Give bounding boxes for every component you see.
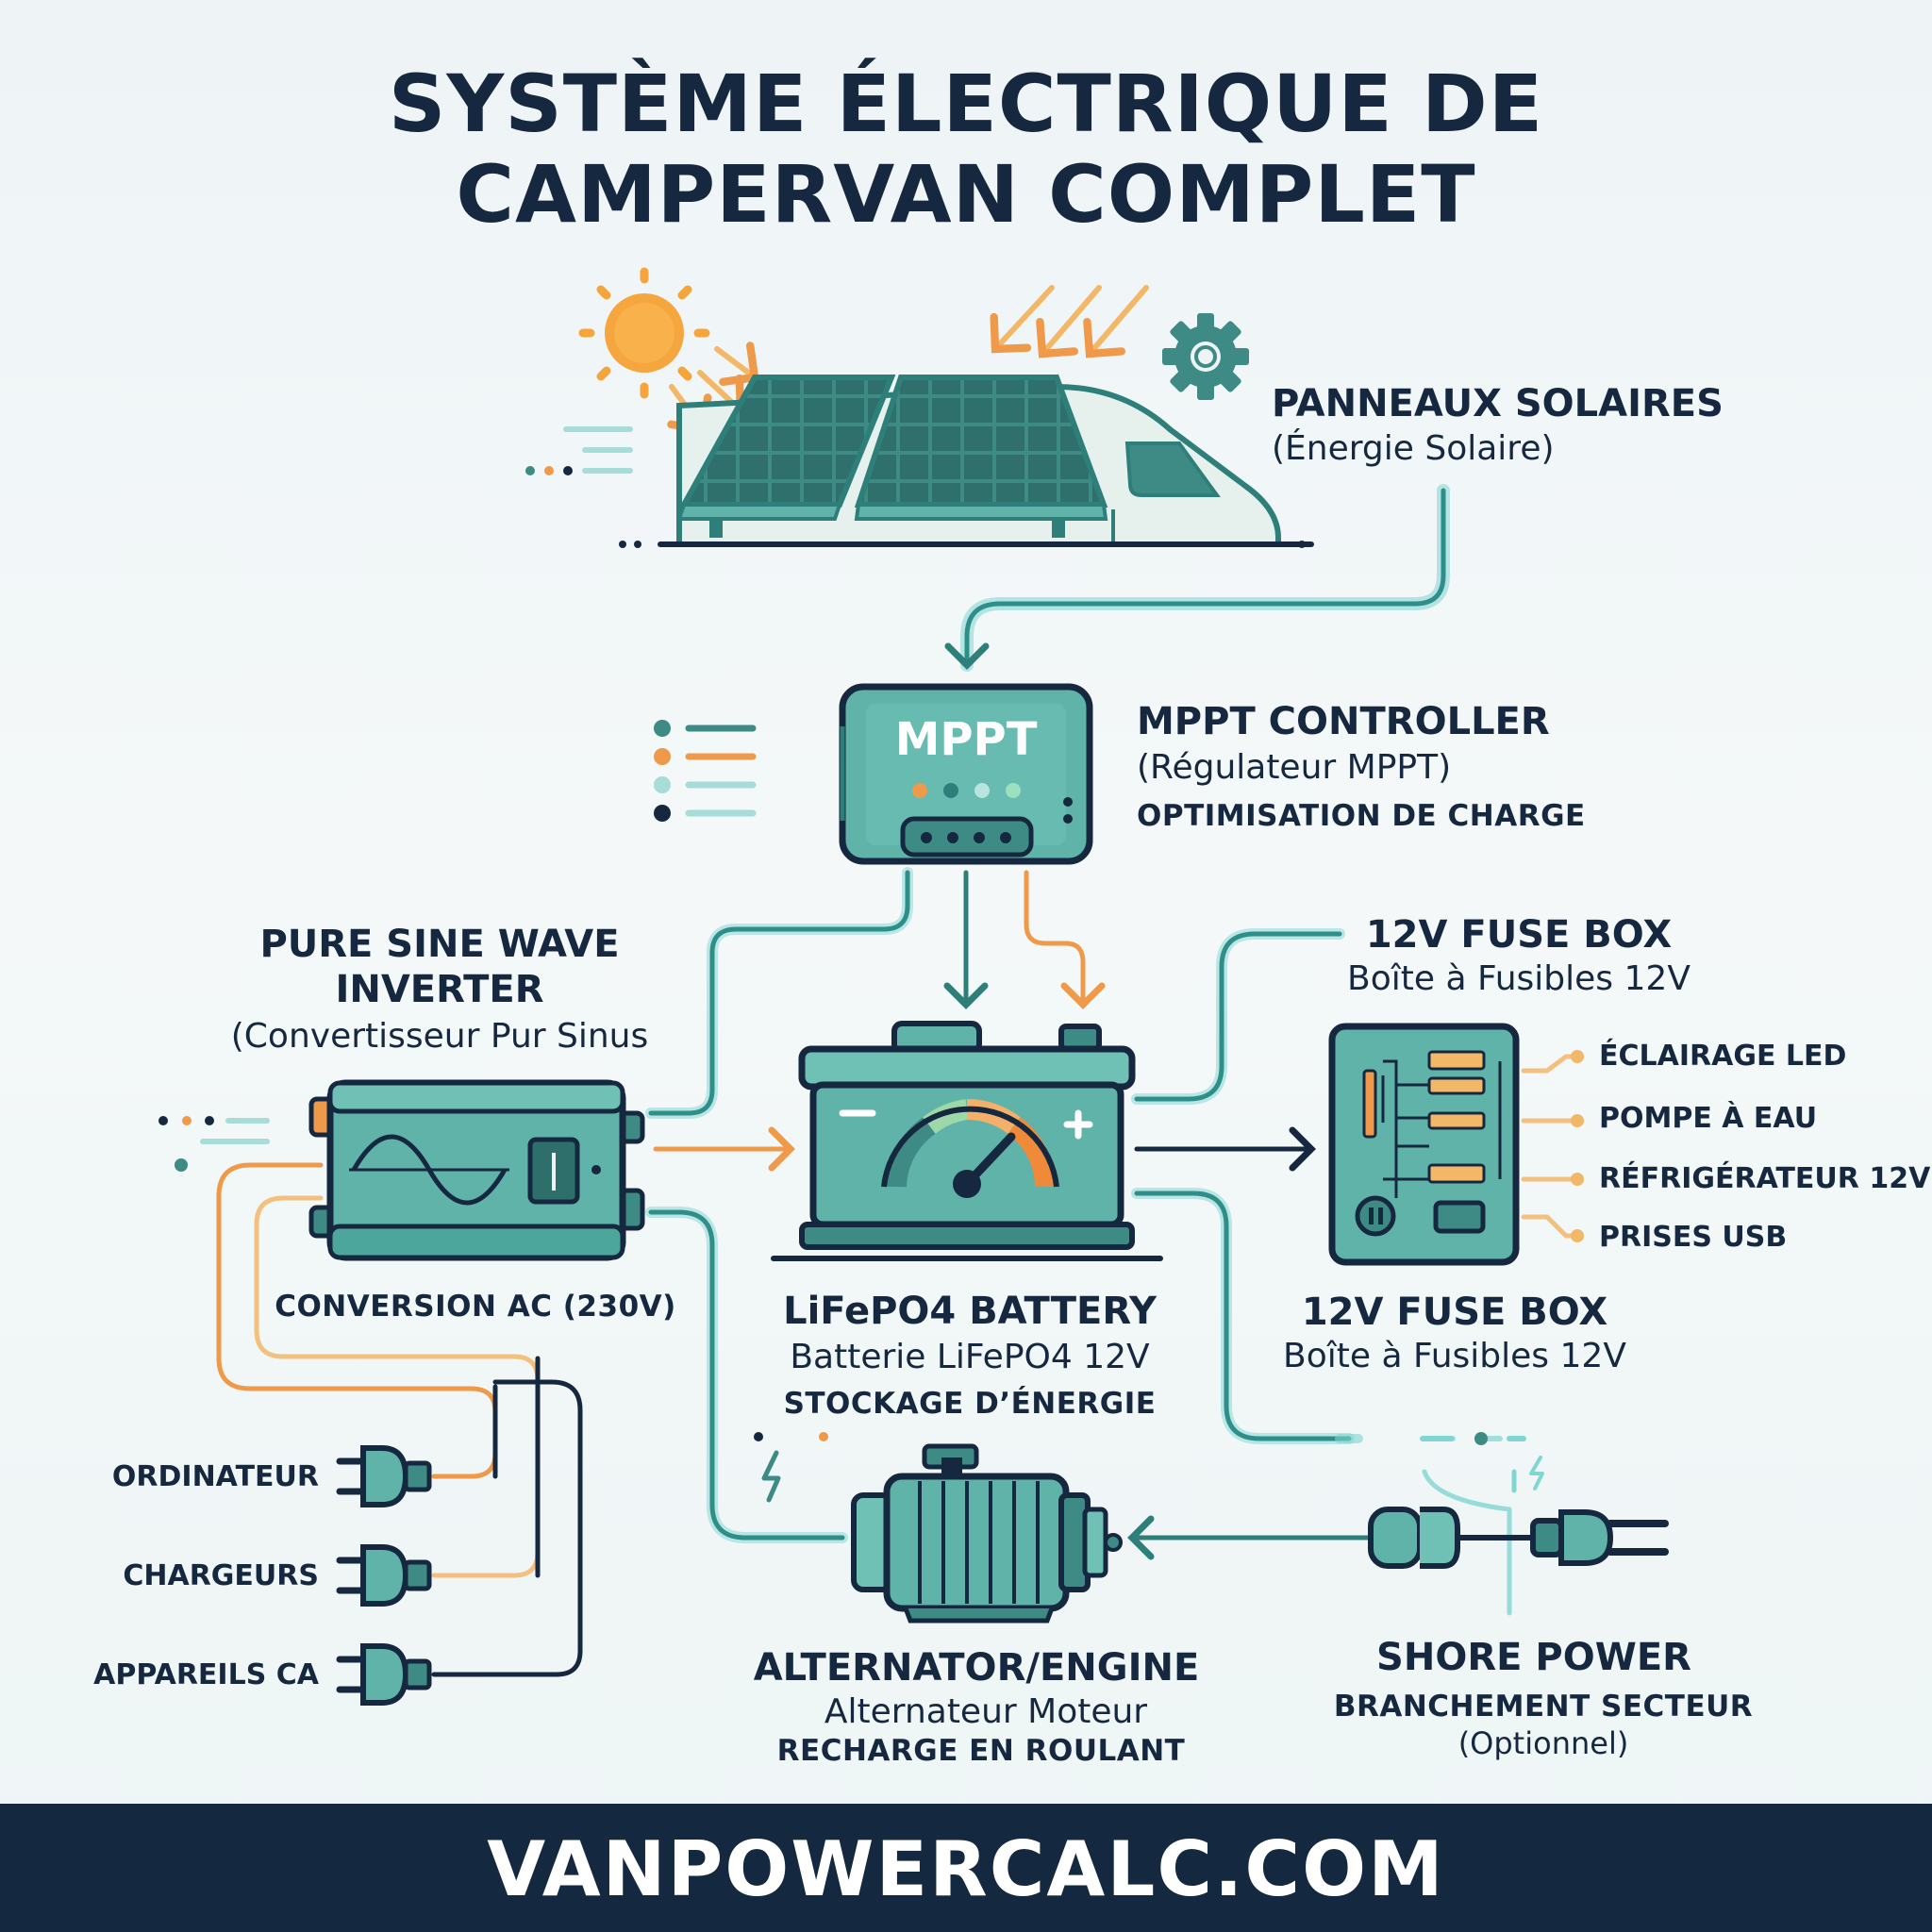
page-title: SYSTÈME ÉLECTRIQUE DE CAMPERVAN COMPLET (389, 58, 1543, 240)
shore-label: SHORE POWER (1376, 1636, 1691, 1679)
battery-icon (771, 1021, 1163, 1261)
wire-to-appareils (431, 1379, 583, 1677)
fuse-bottom-label: 12V FUSE BOX (1301, 1291, 1608, 1334)
battery-caption: STOCKAGE D’ÉNERGIE (783, 1387, 1157, 1421)
ac-load-appareils: APPAREILS CA (93, 1658, 319, 1691)
battery-label: LiFePO4 BATTERY (783, 1290, 1157, 1333)
alternator-sublabel: Alternateur Moteur (824, 1692, 1148, 1731)
title-line-2: CAMPERVAN COMPLET (456, 148, 1476, 241)
fuse-top-sublabel: Boîte à Fusibles 12V (1347, 959, 1690, 998)
mppt-sublabel: (Régulateur MPPT) (1137, 748, 1452, 787)
wire-inverter-to-chargeurs (254, 1195, 541, 1578)
alternator-icon (851, 1443, 1123, 1624)
light-rays (990, 285, 1149, 358)
solar-label: PANNEAUX SOLAIRES (1272, 382, 1724, 425)
fuse-box-icon (1328, 1023, 1520, 1266)
sun-icon (578, 267, 759, 434)
gear-icon (1162, 313, 1249, 400)
ac-load-ordinateur: ORDINATEUR (111, 1460, 319, 1493)
inverter-label-line-1: PURE SINE WAVE (259, 923, 620, 966)
alternator-label: ALTERNATOR/ENGINE (753, 1646, 1200, 1690)
mppt-label: MPPT CONTROLLER (1137, 700, 1550, 743)
shore-plug-icon (1368, 1432, 1669, 1569)
wire-inverter-to-ordinateur (216, 1162, 498, 1479)
footer-website[interactable]: VANPOWERCALC.COM (487, 1825, 1445, 1913)
mppt-screen-label: MPPT (895, 713, 1038, 766)
dc-load-pump: POMPE À EAU (1599, 1102, 1818, 1135)
dc-load-fridge: RÉFRIGÉRATEUR 12V (1599, 1162, 1931, 1195)
dc-load-dots (1571, 1050, 1584, 1242)
mppt-list-lines (654, 720, 757, 822)
lightning-icon (754, 1432, 1544, 1503)
battery-sublabel: Batterie LiFePO4 12V (790, 1338, 1150, 1376)
inverter-label-line-2: INVERTER (335, 968, 544, 1011)
mppt-caption: OPTIMISATION DE CHARGE (1137, 799, 1586, 833)
motion-lines-left (525, 426, 633, 475)
solar-panel-icon (676, 375, 1108, 538)
inverter-caption: CONVERSION AC (230V) (275, 1290, 676, 1324)
ac-load-chargeurs: CHARGEURS (123, 1559, 319, 1592)
wire-battery-to-fuse-top (1131, 928, 1345, 1105)
title-line-1: SYSTÈME ÉLECTRIQUE DE (388, 58, 1544, 150)
inverter-icon (308, 1079, 645, 1261)
shore-sublabel: (Optionnel) (1457, 1725, 1629, 1761)
wire-mppt-orange (1024, 870, 1106, 1009)
dc-load-usb: PRISES USB (1599, 1221, 1788, 1254)
fuse-bottom-sublabel: Boîte à Fusibles 12V (1283, 1337, 1626, 1375)
gauge-icon (881, 1099, 1059, 1198)
inverter-sublabel: (Convertisseur Pur Sinus (230, 1017, 649, 1056)
shore-caption: BRANCHEMENT SECTEUR (1333, 1690, 1754, 1724)
fuse-top-label: 12V FUSE BOX (1365, 913, 1673, 957)
dc-load-led: ÉCLAIRAGE LED (1599, 1040, 1847, 1073)
inverter-motion-lines (158, 1116, 270, 1172)
footer-bar (0, 1804, 1932, 1932)
ac-plug-icon (336, 1445, 432, 1706)
solar-sublabel: (Énergie Solaire) (1272, 429, 1555, 468)
alternator-caption: RECHARGE EN ROULANT (776, 1734, 1186, 1768)
mppt-controller-icon (839, 683, 1093, 865)
